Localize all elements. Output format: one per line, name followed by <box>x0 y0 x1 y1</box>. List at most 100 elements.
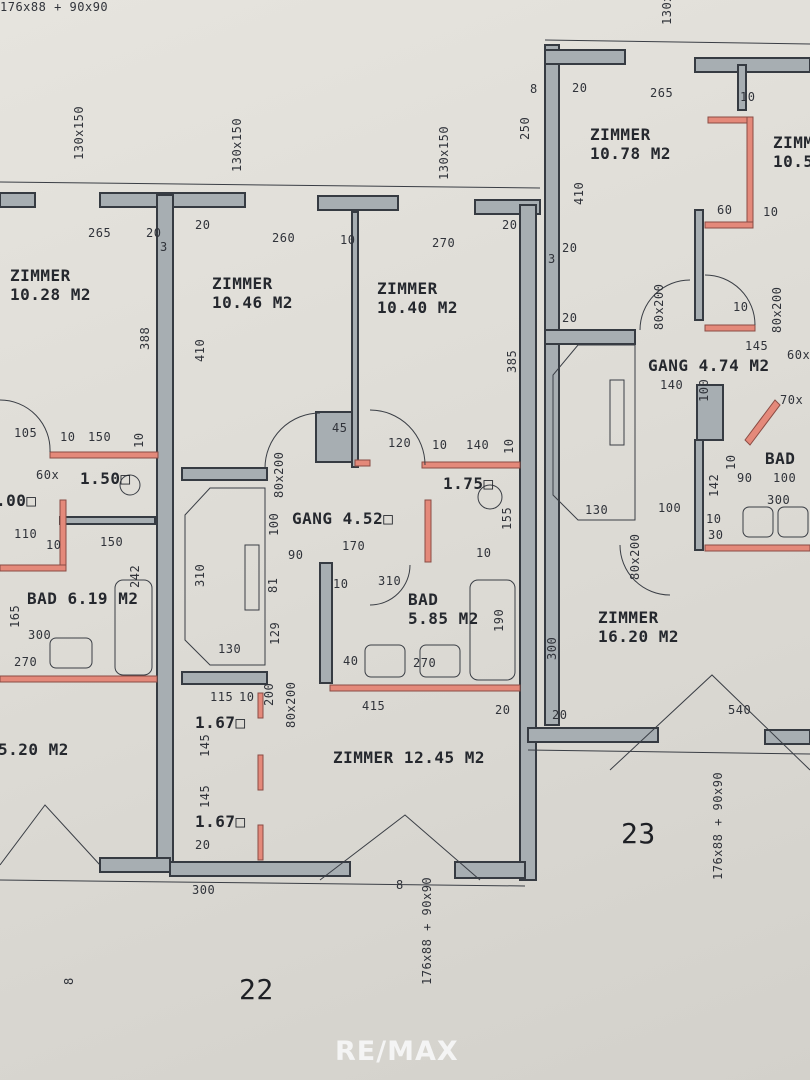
dimension-label: 300 <box>767 493 791 507</box>
dimension-label: 80x200 <box>628 533 642 580</box>
stair-outline <box>184 487 266 666</box>
stair-outline <box>552 344 636 521</box>
room-label-zimmer: ZIMMER 12.45 M2 <box>333 748 485 767</box>
dimension-label: 140 <box>466 438 490 452</box>
dimension-label: 8 <box>62 977 76 985</box>
dimension-label: 130x150 <box>72 105 86 160</box>
dimension-label: 129 <box>268 621 282 645</box>
partition <box>354 459 371 467</box>
dimension-label: 130x1 <box>660 0 674 25</box>
dimension-label: 20 <box>502 218 518 232</box>
wall <box>99 857 171 873</box>
dimension-label: 3 <box>160 240 168 254</box>
partition <box>421 461 521 469</box>
dimension-label: 115 <box>210 690 234 704</box>
dimension-label: 10 <box>432 438 448 452</box>
dimension-label: 176x88 + 90x90 <box>420 876 434 985</box>
dimension-label: 415 <box>362 699 386 713</box>
wall <box>0 192 36 208</box>
dimension-label: 388 <box>138 326 152 350</box>
dimension-label: 410 <box>193 338 207 362</box>
dimension-label: 100 <box>267 512 281 536</box>
dimension-label: 10 <box>132 432 146 448</box>
dimension-label: 20 <box>495 703 511 717</box>
dimension-label: 140 <box>660 378 684 392</box>
wall <box>696 384 724 441</box>
wall <box>694 439 704 551</box>
dimension-label: 105 <box>14 426 38 440</box>
dimension-label: 80x200 <box>272 451 286 498</box>
room-label-gang: GANG 4.74 M2 <box>648 356 770 375</box>
dimension-label: 265 <box>650 86 674 100</box>
dimension-label: 130 <box>218 642 242 656</box>
room-label-zimmer: ZIMMER 10.78 M2 <box>590 125 672 163</box>
room-label-zimmer: 5.20 M2 <box>0 740 69 759</box>
dimension-label: 10 <box>706 512 722 526</box>
dimension-label: 3 <box>548 252 556 266</box>
room-label-bad: BAD <box>765 449 796 468</box>
dimension-label: 10 <box>60 430 76 444</box>
dimension-label: 20 <box>562 241 578 255</box>
walls <box>0 44 810 881</box>
dimension-label: 110 <box>14 527 38 541</box>
dimension-label: 130 <box>585 503 609 517</box>
partition <box>0 564 67 572</box>
wall <box>544 44 560 726</box>
dimension-label: 260 <box>272 231 296 245</box>
dimension-label: 100 <box>658 501 682 515</box>
dimension-label: 145 <box>198 733 212 757</box>
partition <box>746 116 754 228</box>
partitions <box>0 116 810 861</box>
room-label-zimmer: ZIMMER 16.20 M2 <box>598 608 680 646</box>
dimension-label: 265 <box>88 226 112 240</box>
dimension-label: 410 <box>572 181 586 205</box>
dimension-label: 310 <box>193 563 207 587</box>
dimension-label: 20 <box>572 81 588 95</box>
wall <box>544 329 636 345</box>
room-label-bad: BAD 6.19 M2 <box>27 589 139 608</box>
dimension-label: 145 <box>745 339 769 353</box>
room-label-wc: .00□ <box>0 491 37 510</box>
wall <box>317 195 399 211</box>
room-label-zimmer: ZIMMER 10.40 M2 <box>377 279 459 317</box>
dimension-label: 90 <box>288 548 304 562</box>
dimension-label: 10 <box>763 205 779 219</box>
wall <box>351 211 359 468</box>
dimension-label: 80x200 <box>770 286 784 333</box>
dimension-label: 200 <box>262 682 276 706</box>
partition <box>707 116 754 124</box>
dimension-label: 190 <box>492 608 506 632</box>
wall <box>527 727 659 743</box>
room-label-gang: GANG 4.52□ <box>292 509 394 528</box>
room-label-wc: 1.50□ <box>80 469 131 488</box>
dimension-label: 10 <box>239 690 255 704</box>
dimension-label: 270 <box>14 655 38 669</box>
partition <box>329 684 521 692</box>
wall <box>694 57 810 73</box>
partition <box>49 451 159 459</box>
dimension-label: 20 <box>195 838 211 852</box>
dimension-label: 60x <box>36 468 60 482</box>
dimension-label: 20 <box>552 708 568 722</box>
partition <box>704 544 810 552</box>
dimension-label: 10 <box>740 90 756 104</box>
room-label-wc: 1.75□ <box>443 474 494 493</box>
dimension-label: 150 <box>100 535 124 549</box>
wall <box>694 209 704 321</box>
room-label-zimmer: ZIMMER 10.28 M2 <box>10 266 92 304</box>
dimension-label: 300 <box>545 636 559 660</box>
partition <box>257 692 264 719</box>
wall <box>519 204 537 881</box>
dimension-label: 170 <box>342 539 366 553</box>
dimension-label: 176x88 + 90x90 <box>711 771 725 880</box>
dimension-label: 165 <box>8 604 22 628</box>
dimension-label: 270 <box>413 656 437 670</box>
dimension-label: 10 <box>476 546 492 560</box>
dimension-label: 10 <box>333 577 349 591</box>
room-label-bad: BAD 5.85 M2 <box>408 590 479 628</box>
room-label-abstellraum: 1.67□ <box>195 812 246 831</box>
dimension-label: 20 <box>146 226 162 240</box>
unit-number: 23 <box>621 817 656 850</box>
dimension-label: 70x <box>780 393 804 407</box>
